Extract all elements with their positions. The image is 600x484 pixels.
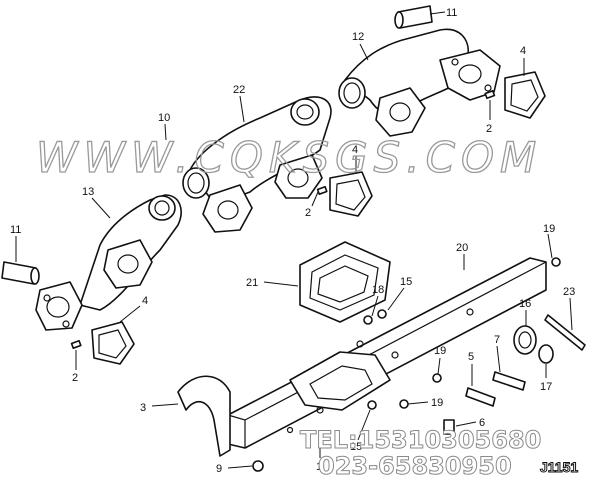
callout-7: 7 (494, 334, 500, 346)
callout-2c: 2 (72, 372, 78, 384)
gasket-center (329, 171, 373, 217)
nut-19b (432, 373, 442, 383)
bolt-9 (252, 460, 264, 472)
stud-7 (492, 371, 526, 391)
stud-bolt (544, 314, 586, 351)
callout-11b: 11 (10, 224, 21, 236)
callout-2b: 2 (305, 207, 311, 219)
sleeve-tube-left (1, 261, 40, 285)
nut-15b (367, 400, 377, 410)
nut-15a (377, 309, 387, 319)
support-rail (227, 257, 547, 449)
callout-2a: 2 (486, 123, 492, 135)
gasket-bottom-left (91, 321, 135, 365)
callout-4c: 4 (142, 295, 148, 307)
bracket (177, 375, 231, 457)
callout-11a: 11 (446, 7, 457, 19)
callout-3: 3 (140, 402, 146, 414)
nut-19c (399, 399, 409, 409)
callouts: 11 12 4 2 22 10 4 2 13 11 4 2 20 19 21 1… (10, 7, 575, 475)
washer-18 (363, 315, 373, 325)
callout-23: 23 (563, 286, 575, 298)
callout-19c: 19 (431, 397, 443, 409)
callout-16: 16 (519, 298, 531, 310)
callout-18: 18 (372, 284, 384, 296)
callout-12: 12 (352, 31, 364, 43)
callout-22: 22 (233, 84, 245, 96)
callout-19a: 19 (543, 223, 555, 235)
dowel-pin-c (70, 339, 82, 349)
callout-6: 6 (479, 417, 485, 429)
callout-5: 5 (468, 351, 474, 363)
callout-13: 13 (82, 186, 94, 198)
dowel-pin-b (316, 185, 328, 195)
bolt-5 (465, 387, 496, 407)
sleeve-tube-top (394, 5, 433, 29)
callout-21: 21 (246, 277, 258, 289)
callout-17: 17 (540, 381, 552, 393)
cover-plate (299, 241, 391, 323)
dowel-pin-a (484, 90, 496, 100)
bushing (513, 325, 537, 355)
leader-lines (15, 11, 573, 469)
callout-19b: 19 (434, 345, 446, 357)
callout-15a: 15 (400, 276, 412, 288)
drawing-code: J1151 (540, 459, 578, 475)
phone-number-1: TEL:15310305680 (300, 426, 541, 454)
callout-4b: 4 (352, 144, 358, 156)
fitting-6 (443, 419, 455, 435)
exhaust-manifold-front (35, 194, 182, 331)
watermark-text: WWW.CQKSGS.COM (36, 133, 542, 182)
gasket-top-right (504, 71, 546, 119)
callout-1: 1 (316, 461, 322, 473)
callout-15b: 15 (350, 441, 362, 453)
o-ring (538, 344, 554, 364)
exhaust-manifold-center (182, 96, 332, 233)
callout-20: 20 (456, 242, 468, 254)
callout-9: 9 (216, 463, 222, 475)
callout-4a: 4 (520, 45, 526, 57)
exhaust-manifold-rear (338, 28, 501, 137)
nut-19a (551, 257, 561, 267)
phone-number-2: 023-65830950 (318, 452, 512, 480)
callout-10: 10 (158, 112, 170, 124)
